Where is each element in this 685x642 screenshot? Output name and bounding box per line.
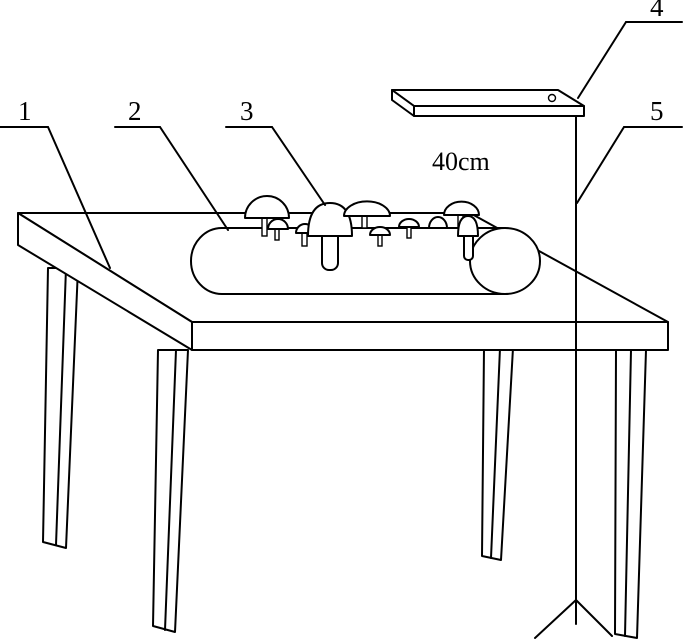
mushroom [398, 218, 420, 239]
mushroom [343, 200, 391, 229]
lamp-panel [391, 89, 585, 117]
mushroom [369, 226, 391, 247]
mushroom [244, 195, 290, 237]
callout-2: 2 [114, 96, 229, 231]
table-leg-front-left [152, 349, 189, 633]
distance-label: 40cm [432, 147, 490, 176]
mushroom-cluster [244, 195, 480, 271]
callout-label-1: 1 [18, 96, 32, 126]
mushroom [267, 218, 289, 241]
mushroom [457, 215, 479, 261]
callout-4: 4 [577, 0, 683, 99]
mushroom-large [307, 202, 353, 271]
substrate-bag [190, 227, 541, 295]
callout-label-4: 4 [650, 0, 664, 22]
callout-5: 5 [576, 96, 683, 204]
table-leg-back-right [481, 347, 514, 561]
lamp-stand [534, 115, 613, 639]
callout-3: 3 [225, 96, 326, 206]
callout-label-2: 2 [128, 96, 142, 126]
table-leg-front-right [614, 349, 647, 639]
callout-label-5: 5 [650, 96, 664, 126]
mushroom [428, 216, 448, 229]
callout-label-3: 3 [240, 96, 254, 126]
table-leg-back-left [42, 267, 79, 549]
callout-1: 1 [0, 96, 111, 269]
